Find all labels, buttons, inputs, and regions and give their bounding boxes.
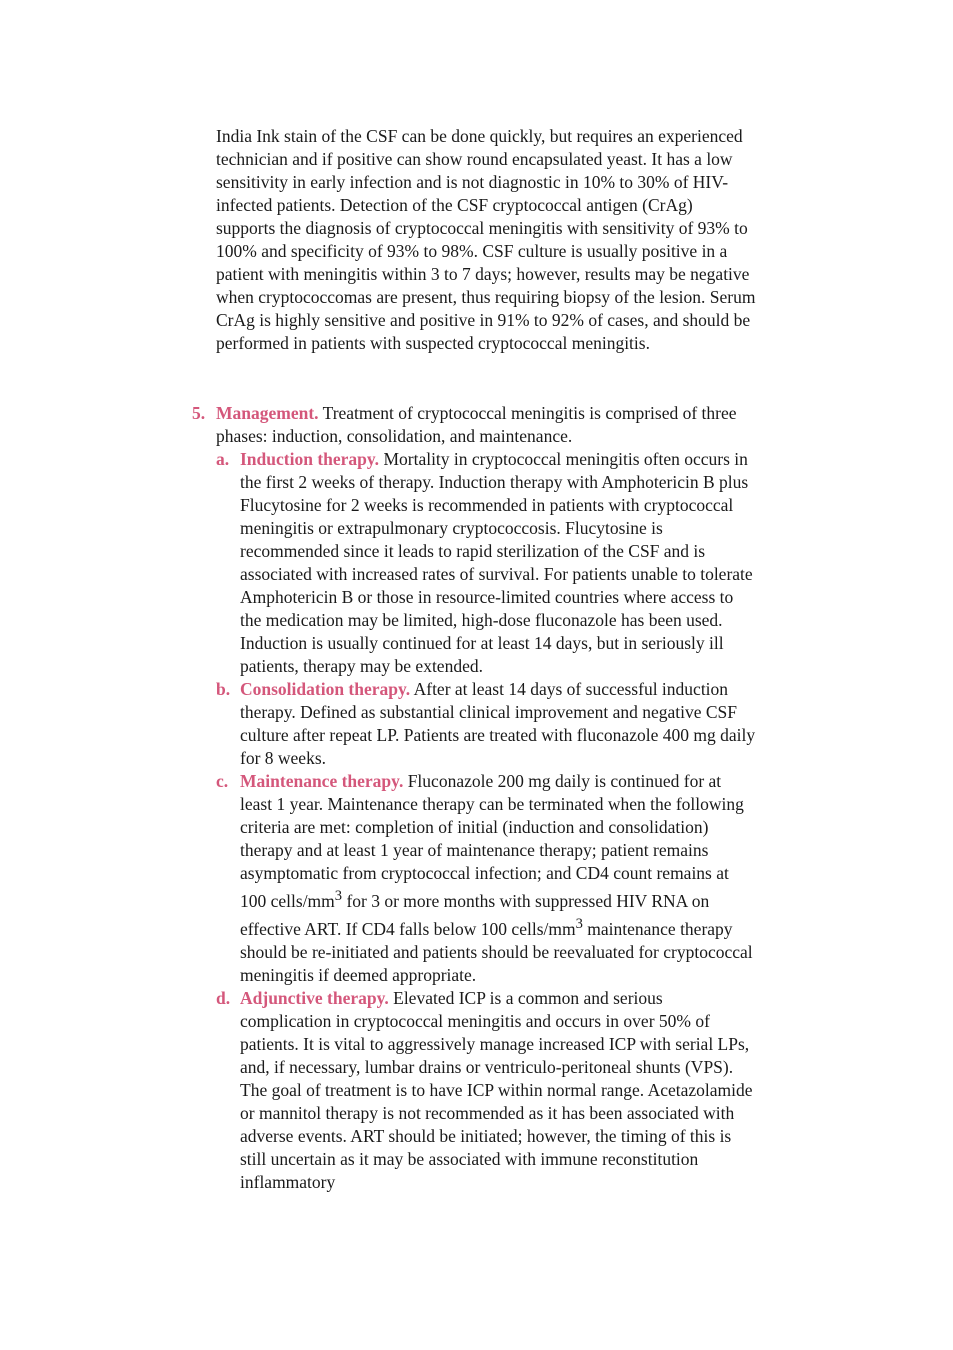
item-heading: Adjunctive therapy. [240,987,389,1008]
item-label: c. [216,771,229,791]
item-paragraph: Consolidation therapy. After at least 14… [240,678,756,770]
item-heading: Induction therapy. [240,449,380,469]
item-text: Fluconazole 200 mg daily is continued fo… [240,771,744,911]
section-heading: Management. [216,403,319,423]
section-management: 5. Management. Treatment of cryptococcal… [192,402,756,1194]
section-number: 5. [192,403,206,423]
item-adjunctive-therapy: d. Adjunctive therapy. Elevated ICP is a… [216,987,756,1194]
item-text: maintenance therapy should be re-initiat… [240,918,753,985]
item-label: a. [216,449,230,469]
item-label: d. [216,987,231,1008]
superscript: 3 [334,888,343,904]
item-text: After at least 14 days of successful ind… [240,679,756,768]
item-text: Mortality in cryptococcal meningitis oft… [240,449,753,676]
superscript: 3 [575,915,583,932]
item-paragraph: Induction therapy. Mortality in cryptoco… [240,448,756,678]
item-maintenance-therapy: c. Maintenance therapy. Fluconazole 200 … [216,770,756,987]
item-paragraph: Adjunctive therapy. Elevated ICP is a co… [240,987,756,1194]
item-text: Elevated ICP is a common and serious com… [240,987,753,1192]
item-label: b. [216,679,231,699]
intro-paragraph: India Ink stain of the CSF can be done q… [216,126,756,353]
item-consolidation-therapy: b. Consolidation therapy. After at least… [216,678,756,770]
section-management-intro: Management. Treatment of cryptococcal me… [216,402,756,448]
item-heading: Consolidation therapy. [240,679,411,699]
item-text: for 3 or more months with suppressed HIV… [240,890,710,939]
item-induction-therapy: a. Induction therapy. Mortality in crypt… [216,448,756,678]
item-heading: Maintenance therapy. [240,771,404,791]
section-text: Treatment of cryptococcal meningitis is … [216,403,737,446]
item-paragraph: Maintenance therapy. Fluconazole 200 mg … [240,770,756,987]
